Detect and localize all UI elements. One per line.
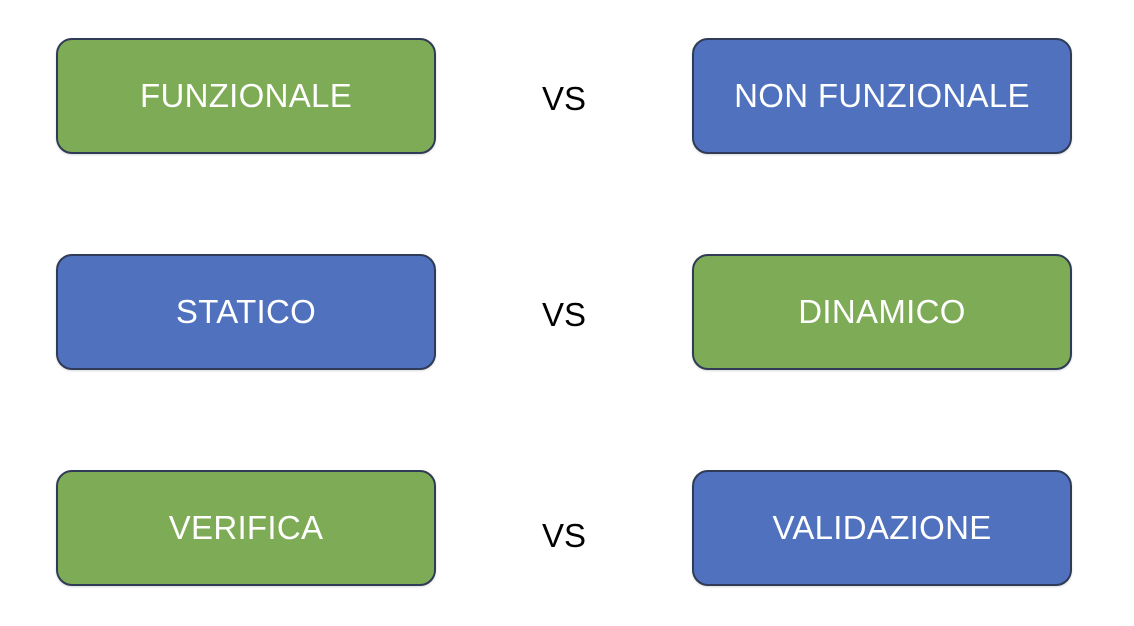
box-statico: STATICO [56,254,436,370]
box-non-funzionale-label: NON FUNZIONALE [734,77,1030,114]
vs-label-1: VS [541,80,587,117]
box-verifica: VERIFICA [56,470,436,586]
box-funzionale: FUNZIONALE [56,38,436,154]
vs-label-2: VS [541,296,587,333]
box-non-funzionale: NON FUNZIONALE [692,38,1072,154]
box-validazione: VALIDAZIONE [692,470,1072,586]
box-dinamico: DINAMICO [692,254,1072,370]
box-dinamico-label: DINAMICO [798,293,966,330]
box-validazione-label: VALIDAZIONE [772,509,992,546]
box-funzionale-label: FUNZIONALE [139,77,353,114]
box-statico-label: STATICO [175,293,317,330]
box-verifica-label: VERIFICA [168,509,324,546]
vs-label-3: VS [541,517,587,554]
